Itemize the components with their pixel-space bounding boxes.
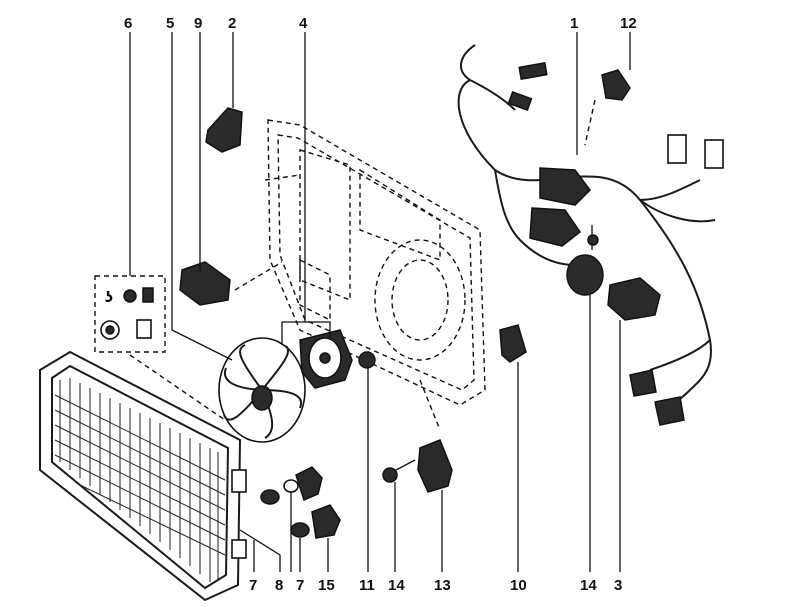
- callout-1: 1: [570, 15, 578, 32]
- relay-14: [566, 225, 604, 296]
- callout-14-left: 14: [388, 577, 405, 594]
- relay-3: [607, 277, 661, 321]
- svg-text:ʖ: ʖ: [105, 290, 113, 306]
- connector-13: [417, 439, 453, 493]
- fan-shroud: [267, 119, 486, 406]
- callout-9: 9: [194, 15, 202, 32]
- callout-13: 13: [434, 577, 451, 594]
- hardware-kit-6: ʖ: [94, 275, 166, 353]
- washer-7b: [290, 522, 310, 538]
- fan-blade: [218, 337, 306, 443]
- callout-3: 3: [614, 577, 622, 594]
- connector-10: [499, 324, 527, 363]
- sensor-15: [311, 504, 341, 539]
- connector-12: [601, 69, 631, 101]
- callout-5: 5: [166, 15, 174, 32]
- callout-2: 2: [228, 15, 236, 32]
- callout-8: 8: [275, 577, 283, 594]
- callout-7-right: 7: [296, 577, 304, 594]
- callout-12: 12: [620, 15, 637, 32]
- callout-11: 11: [359, 577, 375, 594]
- callout-6: 6: [124, 15, 132, 32]
- callout-labels: 1 12 6 5 9 2 4 7 8 7 15 11 14 13 10 14 3: [124, 15, 637, 594]
- callout-7-left: 7: [249, 577, 257, 594]
- leader-lines: [129, 32, 631, 572]
- clip-9: [179, 261, 231, 306]
- callout-14-right: 14: [580, 577, 597, 594]
- callout-15: 15: [318, 577, 335, 594]
- seal-8: [283, 479, 299, 493]
- nut-11: [358, 351, 376, 369]
- fan-motor: [299, 329, 353, 389]
- radiator: [39, 350, 247, 602]
- bolt-14: [382, 459, 416, 483]
- callout-10: 10: [510, 577, 527, 594]
- wiring-harness: [457, 44, 724, 426]
- clip-2: [205, 107, 243, 153]
- sensor-8-body: [295, 466, 323, 502]
- callout-4: 4: [299, 15, 308, 32]
- washer-7a: [260, 489, 280, 505]
